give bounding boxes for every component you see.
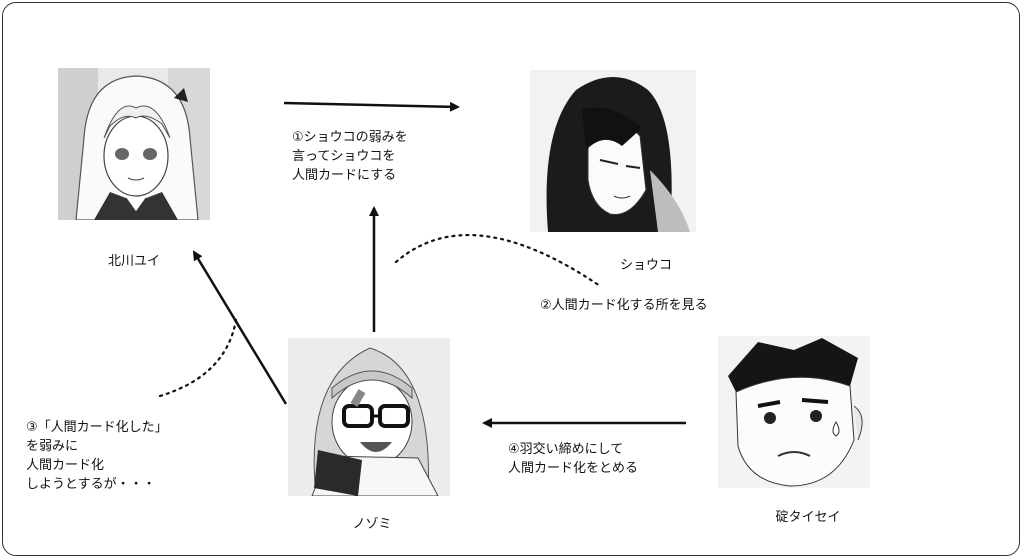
shouko-portrait	[530, 70, 696, 232]
manga-woman-long-black-hair-icon	[530, 70, 696, 232]
nozomi-portrait	[288, 338, 450, 496]
note-step1: ①ショウコの弱みを 言ってショウコを 人間カードにする	[292, 130, 408, 183]
note-step4: ④羽交い締めにして 人間カード化をとめる	[508, 442, 639, 476]
yui-portrait	[58, 68, 210, 220]
name-yui: 北川ユイ	[107, 254, 160, 269]
dotted-watch-curve	[394, 233, 602, 288]
note-step3: ③「人間カード化した」 を弱みに 人間カード化 しようとするが・・・	[26, 420, 168, 492]
name-taisei: 碇タイセイ	[775, 510, 841, 525]
name-nozomi: ノゾミ	[352, 517, 392, 532]
arrow-nozomi-to-yui	[192, 250, 288, 405]
manga-boy-short-hair-sweating-icon	[718, 336, 870, 488]
manga-girl-glasses-smiling-icon	[288, 338, 450, 496]
taisei-portrait	[718, 336, 870, 488]
note-step2: ②人間カード化する所を見る	[540, 298, 708, 313]
dotted-attempt-curve	[158, 318, 238, 398]
name-shouko: ショウコ	[619, 258, 672, 273]
arrow-yui-to-shouko	[283, 101, 460, 112]
manga-girl-long-light-hair-icon	[58, 68, 210, 220]
